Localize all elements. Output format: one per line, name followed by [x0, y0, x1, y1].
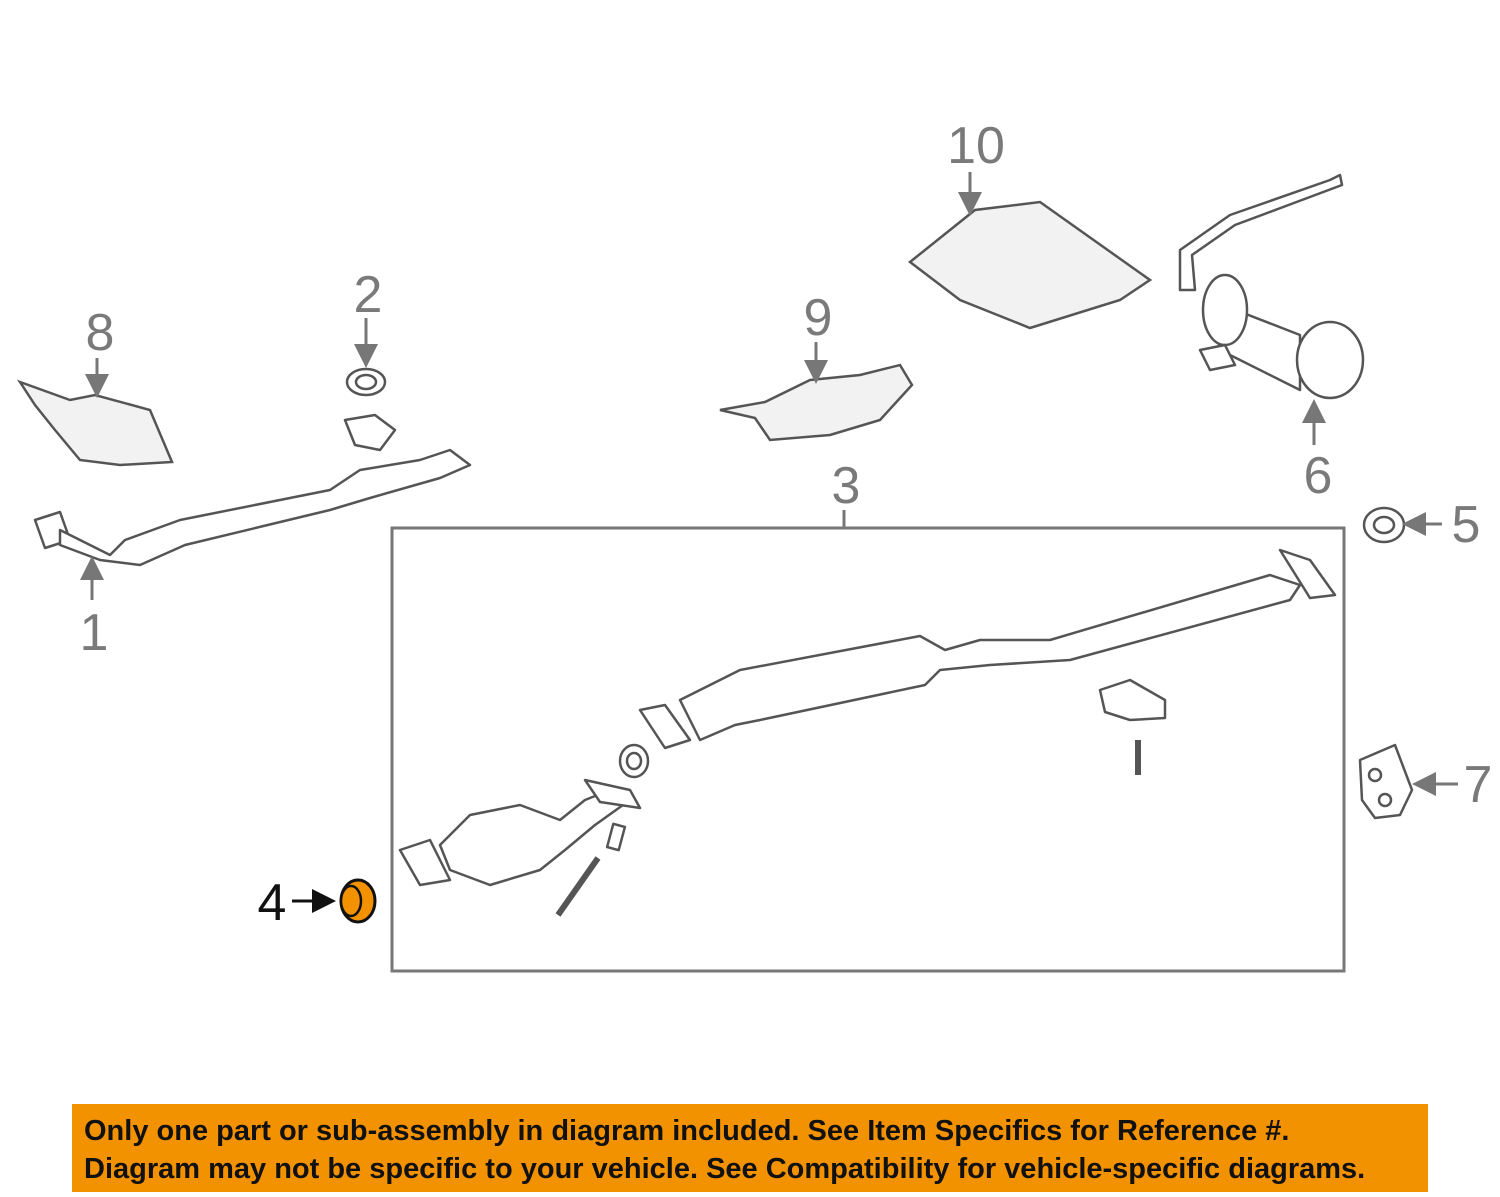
part-5-gasket[interactable]: 5	[1362, 496, 1481, 554]
callout-3: 3	[832, 457, 861, 515]
part-7-hanger[interactable]: 7	[1358, 743, 1493, 820]
callout-10: 10	[947, 117, 1005, 175]
callout-5: 5	[1452, 496, 1481, 554]
callout-9: 9	[804, 289, 833, 347]
part-2-gasket[interactable]: 2	[345, 266, 387, 397]
part-6-muffler[interactable]: 6	[1178, 173, 1365, 505]
disclaimer-line-1: Only one part or sub-assembly in diagram…	[84, 1115, 1290, 1147]
part-10-heat-shield[interactable]: 10	[907, 117, 1153, 330]
part-3-exhaust-assembly[interactable]: 3	[390, 457, 1346, 973]
callout-2: 2	[354, 266, 383, 324]
callout-1: 1	[80, 604, 109, 662]
disclaimer-line-2: Diagram may not be specific to your vehi…	[84, 1153, 1366, 1185]
part-9-heat-shield[interactable]: 9	[719, 289, 914, 442]
disclaimer-banner: Only one part or sub-assembly in diagram…	[72, 1104, 1428, 1192]
callout-8: 8	[86, 304, 115, 362]
part-8-heat-shield[interactable]: 8	[16, 304, 174, 467]
part-1-front-pipe[interactable]: 1	[33, 413, 472, 662]
callout-7: 7	[1464, 756, 1493, 814]
callout-4: 4	[258, 874, 287, 932]
callout-6: 6	[1304, 447, 1333, 505]
part-4-gasket-highlighted[interactable]: 4	[258, 874, 377, 932]
